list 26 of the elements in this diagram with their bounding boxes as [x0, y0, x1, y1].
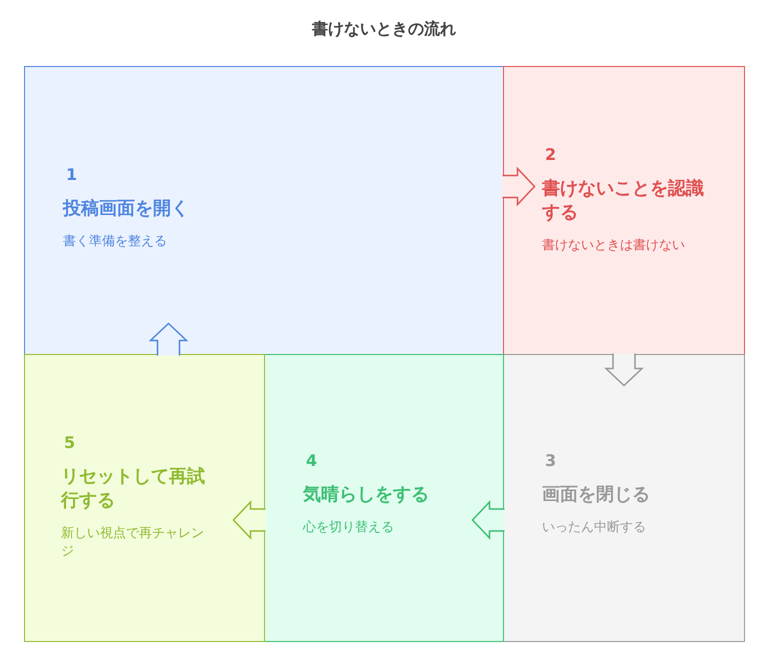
block-arrow [471, 500, 506, 540]
step-heading: 投稿画面を開く [63, 197, 190, 221]
step-panel [24, 354, 265, 642]
step-description: 心を切り替える [303, 519, 395, 537]
step-panel [503, 354, 745, 642]
step-number: 1 [66, 165, 78, 185]
step-number: 3 [545, 451, 556, 471]
step-description: 新しい視点で再チャレンジ [61, 525, 205, 561]
block-arrow [502, 166, 536, 206]
step-heading: 気晴らしをする [303, 483, 430, 507]
step-number: 2 [545, 145, 556, 165]
diagram-title: 書けないときの流れ [311, 19, 457, 40]
block-arrow [232, 500, 266, 540]
step-heading: 書けないことを認識する [542, 177, 705, 225]
step-heading: リセットして再試行する [61, 465, 206, 513]
step-panel [264, 354, 504, 642]
block-arrow [148, 322, 188, 356]
step-panel [503, 66, 745, 355]
block-arrow [604, 352, 644, 387]
step-number: 5 [64, 433, 76, 453]
step-description: 書く準備を整える [63, 233, 168, 251]
step-description: 書けないときは書けない [542, 237, 686, 255]
step-heading: 画面を閉じる [542, 483, 651, 507]
step-panel [24, 66, 504, 355]
step-number: 4 [306, 451, 318, 471]
step-description: いったん中断する [542, 519, 647, 537]
